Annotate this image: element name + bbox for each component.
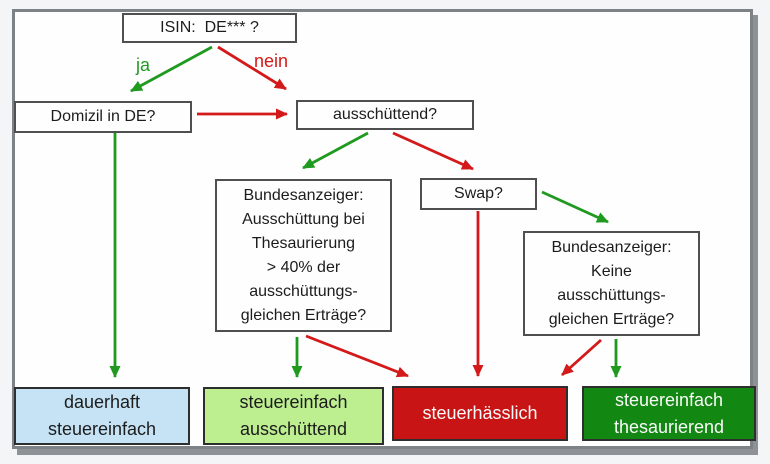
edge-label-nein: nein xyxy=(254,51,289,71)
node-isin-question: ISIN: DE*** ? xyxy=(122,13,297,43)
node-bundesanzeiger-keine-question: Bundesanzeiger: Keine ausschüttungs- gle… xyxy=(523,231,700,336)
node-ausschuettend-question: ausschüttend? xyxy=(296,100,474,130)
result-steuerhaesslich: steuerhässlich xyxy=(392,386,568,441)
node-bundesanzeiger-ausschuettung-question: Bundesanzeiger: Ausschüttung bei Thesaur… xyxy=(215,179,392,332)
result-dauerhaft-steuereinfach: dauerhaft steuereinfach xyxy=(14,387,190,445)
result-steuereinfach-thesaurierend: steuereinfach thesaurierend xyxy=(582,386,756,441)
node-swap-question: Swap? xyxy=(420,178,537,210)
edge-label-ja: ja xyxy=(136,55,151,75)
result-steuereinfach-ausschuettend: steuereinfach ausschüttend xyxy=(203,387,384,445)
node-domizil-question: Domizil in DE? xyxy=(14,101,192,133)
